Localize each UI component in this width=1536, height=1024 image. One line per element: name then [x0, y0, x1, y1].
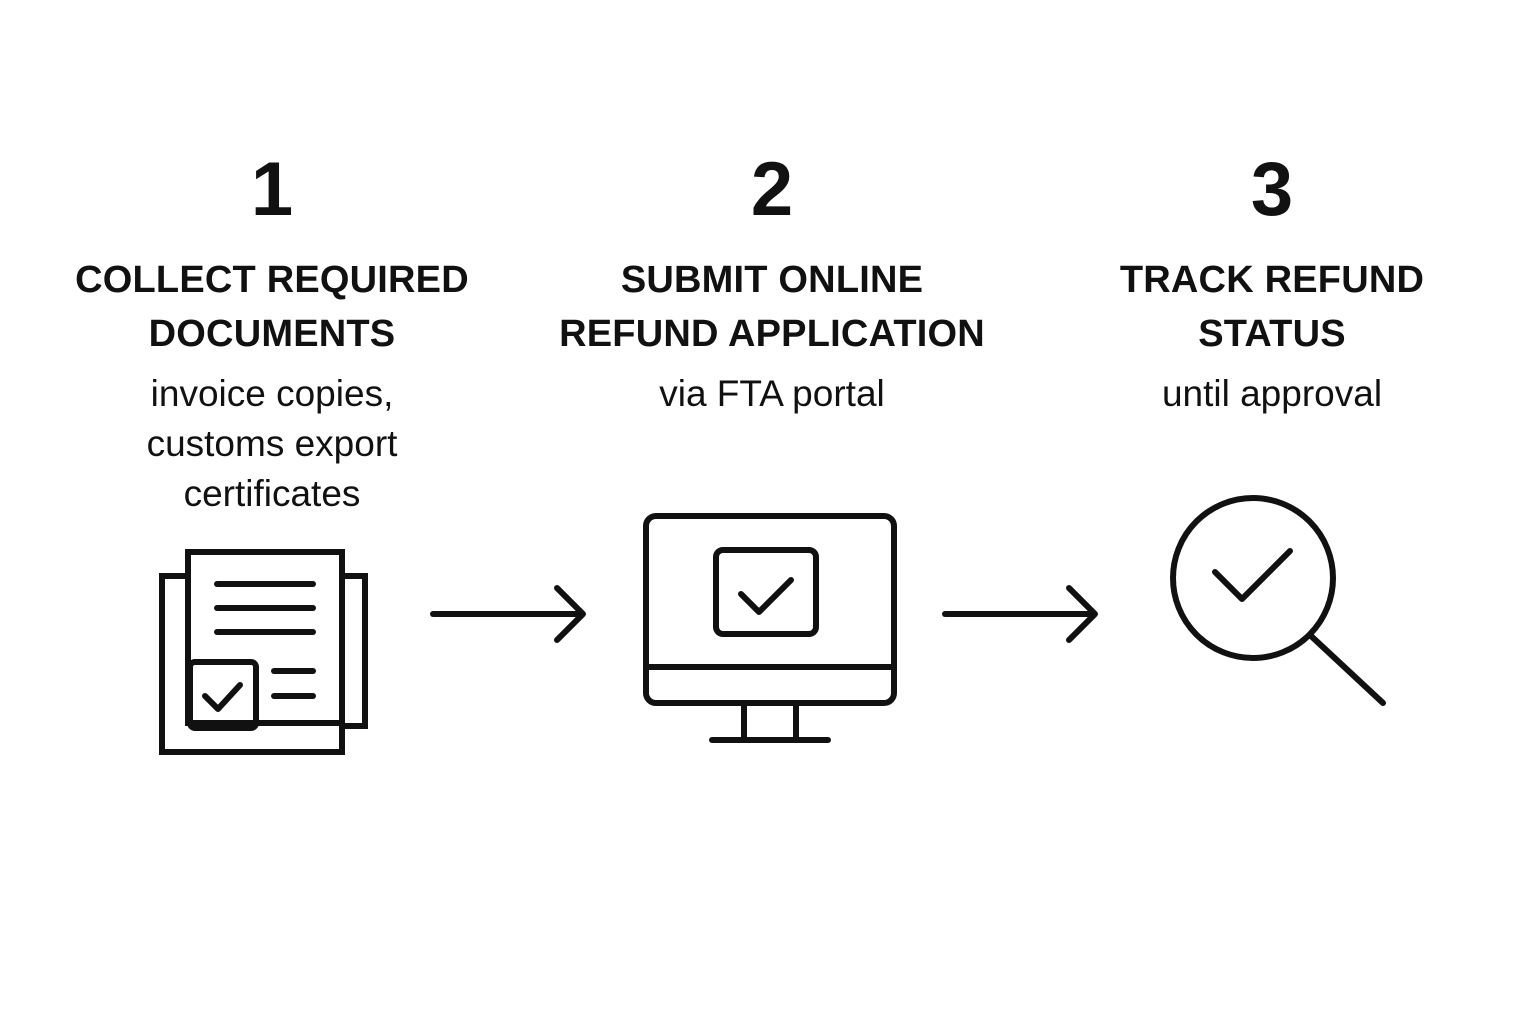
step-description-line: until approval: [1161, 373, 1383, 414]
arrow-right-icon: [430, 585, 586, 643]
documents-checklist-icon: [159, 549, 368, 755]
step-description-line: certificates: [183, 473, 361, 514]
step-number: 3: [1250, 147, 1294, 232]
step-2: 2 SUBMIT ONLINE REFUND APPLICATION via F…: [532, 145, 1012, 419]
step-number: 1: [250, 147, 294, 232]
step-title-line: STATUS: [1198, 313, 1346, 355]
step-1: 1 COLLECT REQUIRED DOCUMENTS invoice cop…: [52, 145, 492, 519]
step-3: 3 TRACK REFUND STATUS until approval: [1062, 145, 1482, 419]
step-description: until approval: [1062, 369, 1482, 419]
step-title: SUBMIT ONLINE REFUND APPLICATION: [532, 253, 1012, 361]
step-description-line: via FTA portal: [659, 373, 885, 414]
step-number: 2: [750, 147, 794, 232]
magnifier-check-icon: [1170, 495, 1386, 706]
step-title-line: SUBMIT ONLINE: [620, 259, 924, 301]
monitor-checkbox-icon: [643, 513, 897, 743]
step-title: TRACK REFUND STATUS: [1062, 253, 1482, 361]
step-description-line: invoice copies,: [150, 373, 394, 414]
step-title-line: REFUND APPLICATION: [559, 313, 985, 355]
step-description: invoice copies, customs export certifica…: [52, 369, 492, 519]
step-description: via FTA portal: [532, 369, 1012, 419]
step-title-line: COLLECT REQUIRED: [75, 259, 469, 301]
step-description-line: customs export: [146, 423, 398, 464]
step-title-line: TRACK REFUND: [1119, 259, 1425, 301]
arrow-right-icon: [942, 585, 1098, 643]
step-title-line: DOCUMENTS: [148, 313, 396, 355]
step-title: COLLECT REQUIRED DOCUMENTS: [52, 253, 492, 361]
